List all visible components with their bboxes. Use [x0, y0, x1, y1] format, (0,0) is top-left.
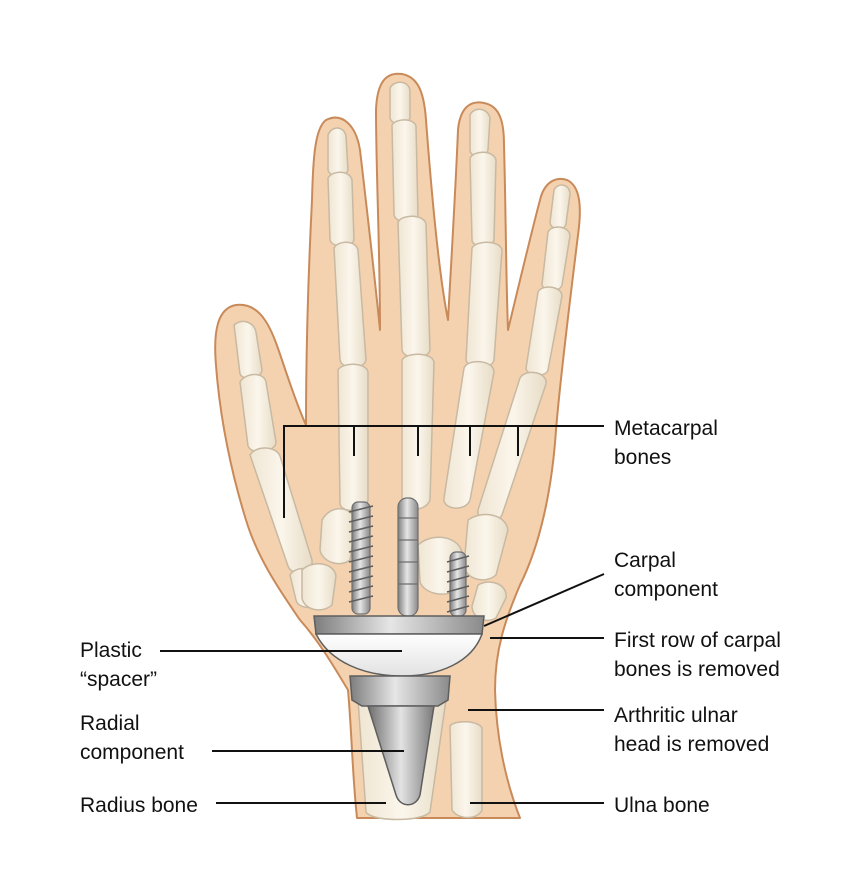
label-radial-line-1: Radial [80, 712, 140, 735]
label-radial-component: Radial component [80, 709, 184, 767]
label-plastic-spacer: Plastic “spacer” [80, 636, 157, 694]
label-radial-line-2: component [80, 741, 184, 764]
label-carpal-line-1: Carpal [614, 549, 676, 572]
metacarpal-bracket [283, 425, 604, 518]
label-radius-line-1: Radius bone [80, 794, 198, 817]
label-ulnar-head-removed: Arthritic ulnar head is removed [614, 701, 769, 759]
label-ulna-bone-line-1: Ulna bone [614, 794, 710, 817]
carpal-screw-right [446, 551, 470, 617]
label-plastic-line-1: Plastic [80, 639, 142, 662]
carpal-center-peg [397, 497, 419, 617]
carpal-component-plate [313, 615, 485, 635]
leader-lines [160, 425, 605, 804]
label-metacarpal-line-1: Metacarpal [614, 417, 718, 440]
radial-component-tray [349, 675, 451, 707]
carpal-screw-left [348, 501, 374, 615]
label-first-row-line-2: bones is removed [614, 658, 780, 681]
label-ulnar-head-line-2: head is removed [614, 733, 770, 756]
ulna-bone [449, 721, 483, 819]
radial-component-stem [366, 705, 435, 806]
label-plastic-line-2: “spacer” [80, 668, 158, 691]
label-ulnar-head-line-1: Arthritic ulnar [614, 704, 738, 727]
label-radius-bone: Radius bone [80, 791, 198, 820]
label-first-row-removed: First row of carpal bones is removed [614, 626, 781, 684]
carpal-bones [301, 508, 509, 622]
label-metacarpal-bones: Metacarpal bones [614, 414, 718, 472]
label-ulna-bone: Ulna bone [614, 791, 710, 820]
carpal-component-leader [483, 573, 605, 627]
label-first-row-line-1: First row of carpal [614, 629, 781, 652]
label-carpal-line-2: component [614, 578, 718, 601]
label-metacarpal-line-2: bones [614, 446, 672, 469]
ring-finger-bones [443, 108, 503, 509]
little-finger-bones [477, 184, 571, 523]
label-carpal-component: Carpal component [614, 546, 718, 604]
